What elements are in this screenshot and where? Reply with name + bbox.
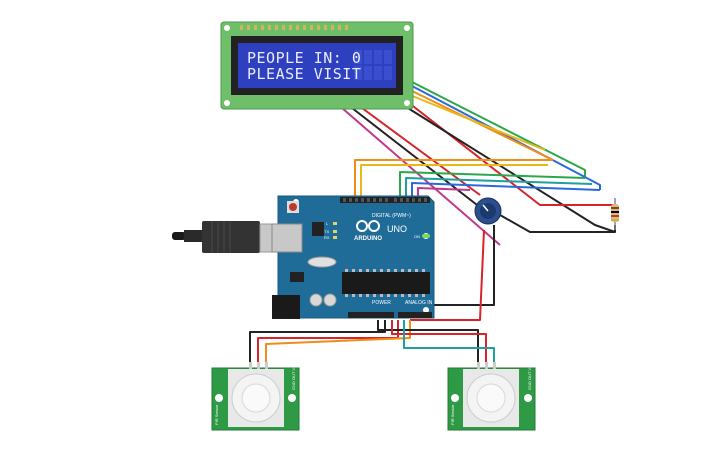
wire-pot-black xyxy=(430,225,495,306)
regulator xyxy=(290,272,304,282)
pir-pins xyxy=(249,362,268,369)
usb-plug-body xyxy=(202,221,260,253)
lcd-mount-hole xyxy=(224,25,230,31)
power-jack xyxy=(272,295,300,319)
resistor xyxy=(611,198,619,230)
pir-pins-label: GND OUT VCC xyxy=(527,362,532,390)
pir-dome-inner xyxy=(476,383,506,413)
lcd-mount-hole xyxy=(404,25,410,31)
wires xyxy=(249,81,616,362)
wire-pirr-teal xyxy=(403,320,495,362)
arduino-uno: DIGITAL (PWM~) ARDUINO UNO L TX RX ON xyxy=(271,195,435,319)
lcd-pin-header xyxy=(240,25,348,30)
analog-header xyxy=(398,312,432,318)
capacitor xyxy=(323,293,337,307)
wire-pot-red xyxy=(410,229,485,321)
power-label: POWER xyxy=(372,300,391,306)
usb-cable-end xyxy=(172,232,186,240)
pir-mount-hole xyxy=(215,394,223,402)
pir-dome-inner xyxy=(241,383,271,413)
lcd-mount-hole xyxy=(224,100,230,106)
pir-mount-hole xyxy=(451,394,459,402)
wire-lcd-red-2 xyxy=(361,107,481,196)
pir-mount-hole xyxy=(288,394,296,402)
arduino-logo xyxy=(356,220,380,232)
usb-plug-ridges xyxy=(211,221,231,253)
pir-pins xyxy=(477,362,496,369)
wire-lcd-green xyxy=(411,81,586,178)
wire-pirl-orange xyxy=(265,320,411,362)
pot-indicator xyxy=(482,204,489,212)
lcd-blank-cells xyxy=(354,50,392,80)
lcd-mount-hole xyxy=(404,100,410,106)
analog-label: ANALOG IN xyxy=(405,300,433,306)
wire-pirr-red xyxy=(391,320,487,362)
power-header xyxy=(348,312,394,318)
digital-header-pins xyxy=(343,198,427,202)
led-on xyxy=(422,234,430,238)
wire-lcd-magenta xyxy=(341,107,501,246)
led-l-label: L xyxy=(326,221,329,226)
wire-d-orange xyxy=(354,159,553,198)
wire-lcd-black-2 xyxy=(351,107,491,216)
lcd-line-1: PEOPLE IN: 0 xyxy=(247,49,361,67)
wire-d-magenta xyxy=(417,187,471,198)
wire-lcd-yellow xyxy=(404,92,546,151)
capacitor xyxy=(309,293,323,307)
led-rx-label: RX xyxy=(324,235,330,240)
arduino-brand: ARDUINO xyxy=(354,236,382,242)
usb-cable-cord xyxy=(184,230,204,242)
usb-chip xyxy=(312,222,324,236)
pir-sensor-left: PIR Sensor GND OUT VCC xyxy=(211,362,300,431)
crystal xyxy=(307,256,337,268)
pir-sensor-right: PIR Sensor GND OUT VCC xyxy=(447,362,536,431)
wire-d-blue xyxy=(411,182,601,198)
pir-model-label: PIR Sensor xyxy=(450,404,455,425)
led-rx xyxy=(333,236,337,239)
atmega-pins xyxy=(345,269,425,297)
pir-pins-label: GND OUT VCC xyxy=(291,362,296,390)
digital-label: DIGITAL (PWM~) xyxy=(372,213,411,219)
wire-resistor-black xyxy=(499,214,616,233)
led-tx-label: TX xyxy=(324,229,329,234)
wire-d-teal xyxy=(405,177,593,198)
wire-lcd-black-1 xyxy=(394,99,616,233)
led-l xyxy=(333,222,337,225)
pir-model-label: PIR Sensor xyxy=(214,404,219,425)
wire-d-yellow xyxy=(360,164,548,198)
wire-d-green xyxy=(399,171,586,198)
lcd-line-2: PLEASE VISIT xyxy=(247,65,361,83)
arduino-mount-hole xyxy=(423,307,429,313)
lcd-module: PEOPLE IN: 0 PLEASE VISIT xyxy=(220,21,414,110)
wire-pirl-black xyxy=(249,320,386,362)
potentiometer[interactable] xyxy=(474,197,502,225)
arduino-model: UNO xyxy=(387,224,407,234)
pir-mount-hole xyxy=(524,394,532,402)
led-on-label: ON xyxy=(414,234,420,239)
wire-pirr-black xyxy=(377,320,479,362)
led-tx xyxy=(333,230,337,233)
atmega-chip xyxy=(342,272,430,294)
usb-socket xyxy=(271,223,303,253)
wire-lcd-blue xyxy=(411,85,601,190)
reset-button-cap[interactable] xyxy=(289,203,297,211)
